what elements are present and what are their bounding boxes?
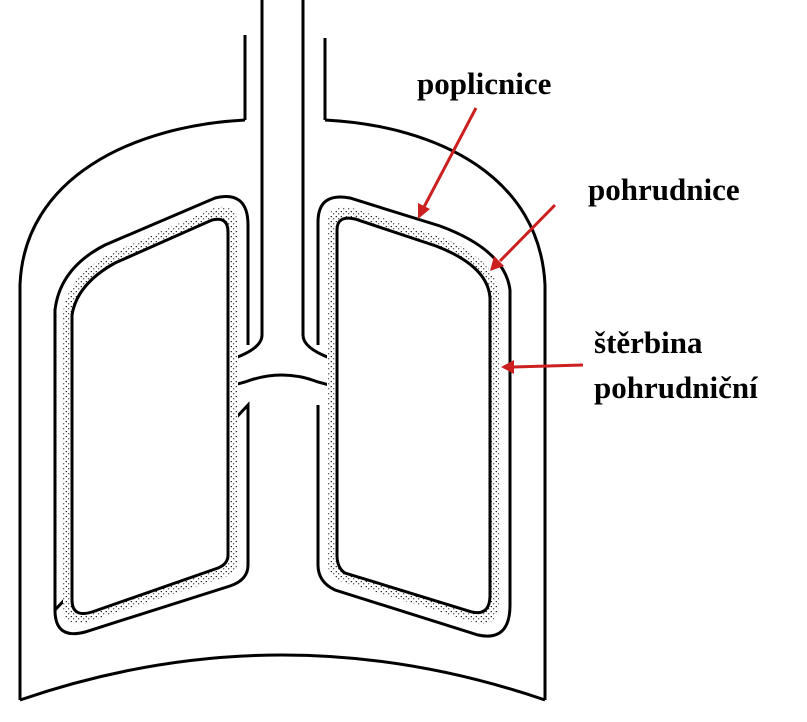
chest-wall-outline-right bbox=[324, 118, 547, 700]
left-pleura bbox=[53, 195, 250, 636]
label-pohrudnice: pohrudnice bbox=[588, 172, 740, 207]
diaphragm-line bbox=[19, 653, 546, 702]
right-pleura bbox=[316, 195, 512, 638]
arrow-poplicnice bbox=[418, 107, 478, 219]
label-sterbina: štěrbina bbox=[594, 325, 703, 360]
bronchi-lower-wall bbox=[197, 373, 367, 397]
left-lung bbox=[70, 217, 230, 615]
label-pohrudnicni: pohrudniční bbox=[594, 370, 758, 405]
right-lung bbox=[335, 216, 492, 615]
arrow-sterbina bbox=[501, 360, 584, 374]
chest-wall-outline bbox=[18, 118, 246, 700]
arrow-pohrudnice bbox=[490, 203, 557, 271]
label-poplicnice: poplicnice bbox=[417, 66, 552, 101]
